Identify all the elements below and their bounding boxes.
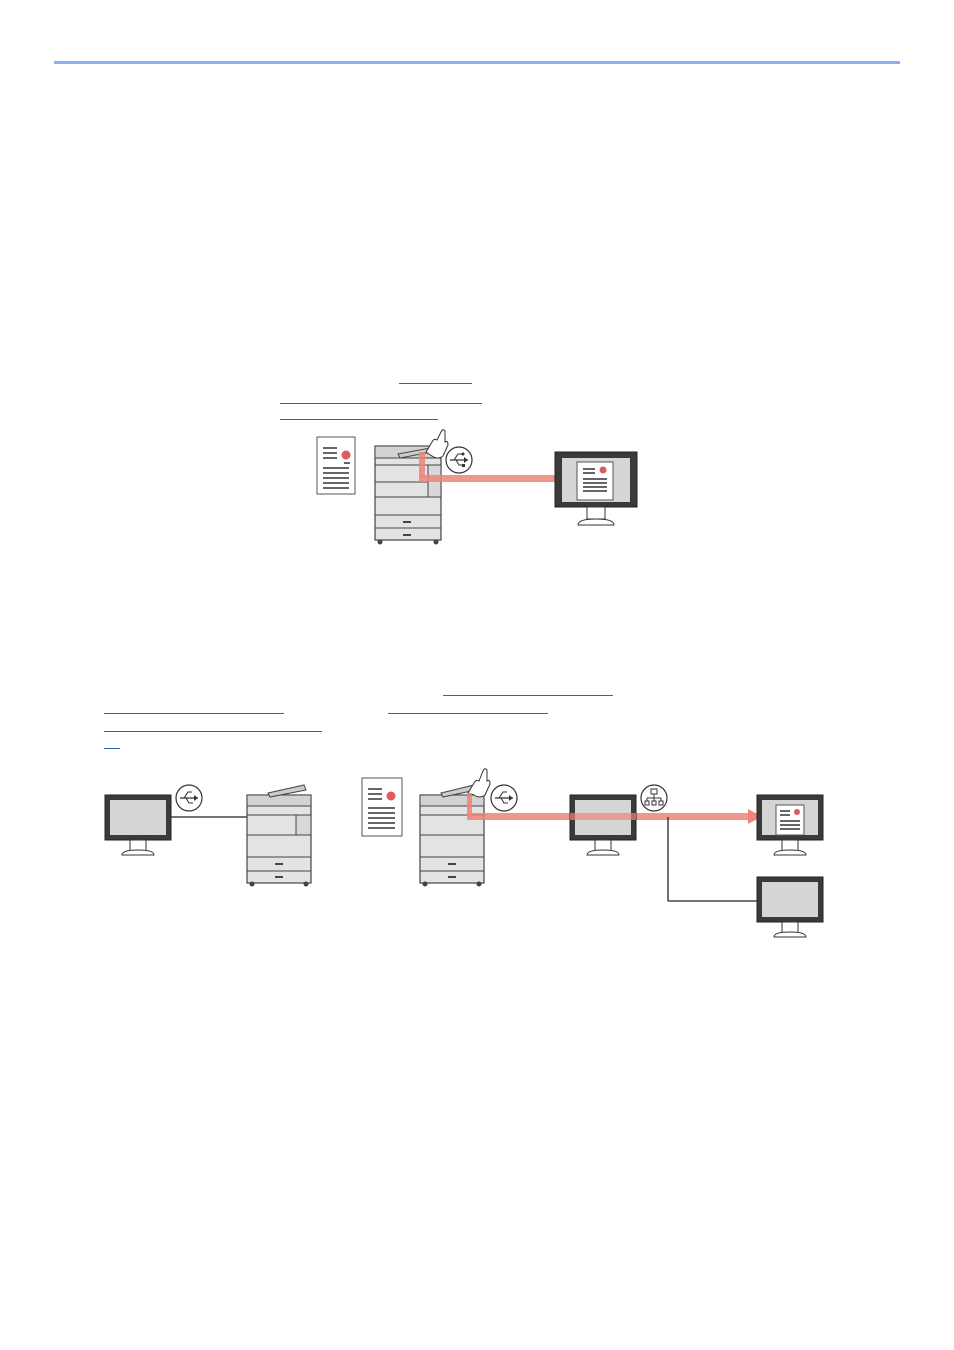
transfer-arrow-overlay (570, 813, 636, 820)
paper-original (361, 777, 403, 837)
link-underline-1[interactable] (399, 383, 472, 384)
figure-scan-to-pc (316, 429, 638, 545)
hand-touch-icon (467, 768, 491, 798)
computer-with-scanned-document (756, 794, 824, 856)
computer-left (104, 794, 172, 856)
link-underline-2[interactable] (280, 403, 482, 404)
monitor-with-scanned-document (554, 451, 638, 526)
hand-touch-icon (425, 429, 449, 459)
link-underline-6[interactable] (388, 713, 548, 714)
usb-icon (445, 446, 473, 474)
link-underline-4[interactable] (443, 695, 613, 696)
header-rule (54, 61, 900, 64)
link-underline-5[interactable] (104, 713, 284, 714)
printer-left (246, 784, 312, 887)
figure-network-sharing (104, 768, 824, 938)
link-underline-7[interactable] (104, 731, 322, 732)
scanner-printer (419, 784, 485, 887)
computer-bottom-right (756, 876, 824, 938)
scanner-printer (374, 445, 442, 545)
network-icon (640, 784, 668, 812)
link-underline-3[interactable] (280, 419, 438, 420)
usb-icon (175, 784, 203, 812)
usb-icon (490, 784, 518, 812)
computer-center (569, 794, 637, 856)
paper-original (316, 436, 356, 495)
link-underline-8[interactable] (104, 748, 120, 749)
